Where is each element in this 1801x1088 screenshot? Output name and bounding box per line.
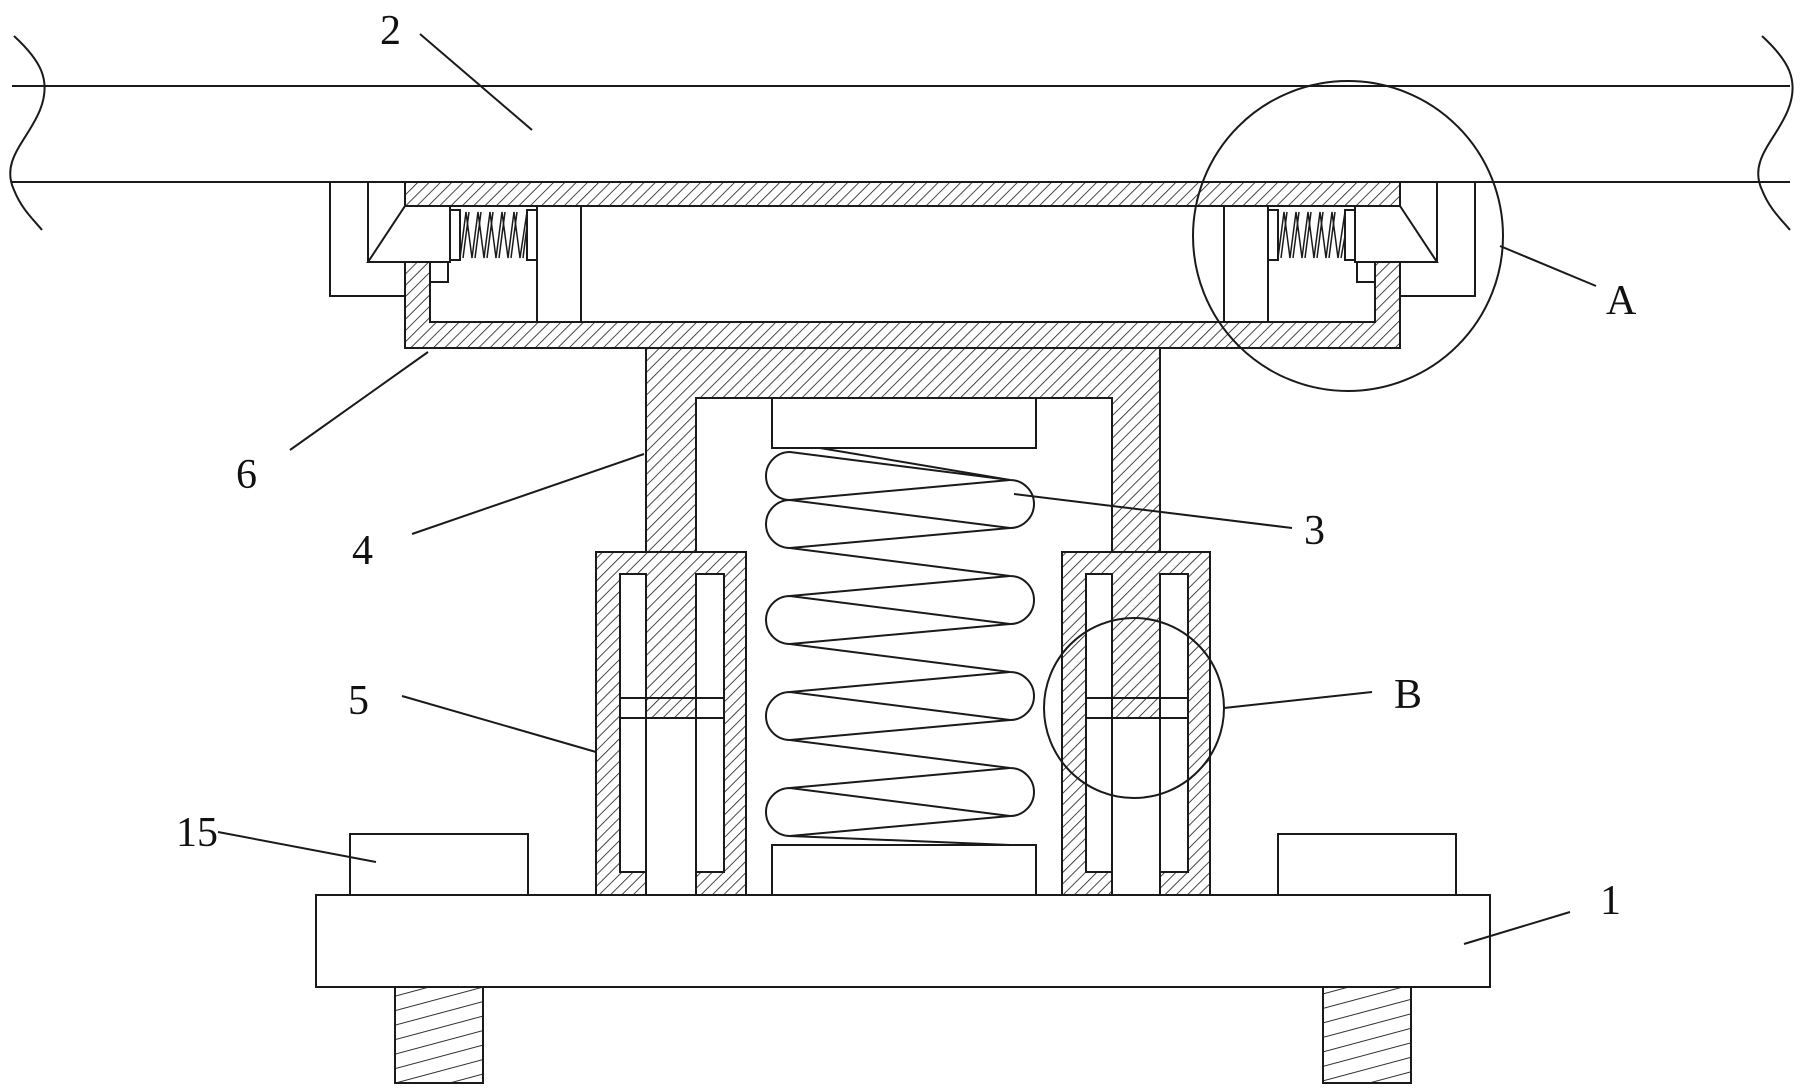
main-spring	[765, 397, 1037, 896]
left-sleeve	[595, 551, 747, 896]
left-anchor-bolt	[394, 986, 484, 1084]
label-main-spring: 3	[1304, 508, 1325, 554]
label-foot-block: 15	[176, 810, 218, 856]
detail-circle-a	[1192, 80, 1504, 392]
leader-lines	[217, 33, 1597, 945]
right-small-spring	[1267, 209, 1356, 261]
label-piston: 4	[352, 528, 373, 574]
cap-assembly	[329, 181, 1476, 349]
label-detail-b: B	[1394, 672, 1422, 718]
label-beam: 2	[380, 8, 401, 54]
left-small-spring	[449, 209, 538, 261]
label-detail-a: A	[1606, 278, 1637, 324]
left-foot-block	[349, 833, 529, 896]
right-foot-block	[1277, 833, 1457, 896]
base-plate	[315, 894, 1491, 988]
label-sleeve: 5	[348, 678, 369, 724]
right-sleeve	[1061, 551, 1211, 896]
label-cap: 6	[236, 452, 257, 498]
right-anchor-bolt	[1322, 986, 1412, 1084]
label-base-plate: 1	[1600, 878, 1621, 924]
